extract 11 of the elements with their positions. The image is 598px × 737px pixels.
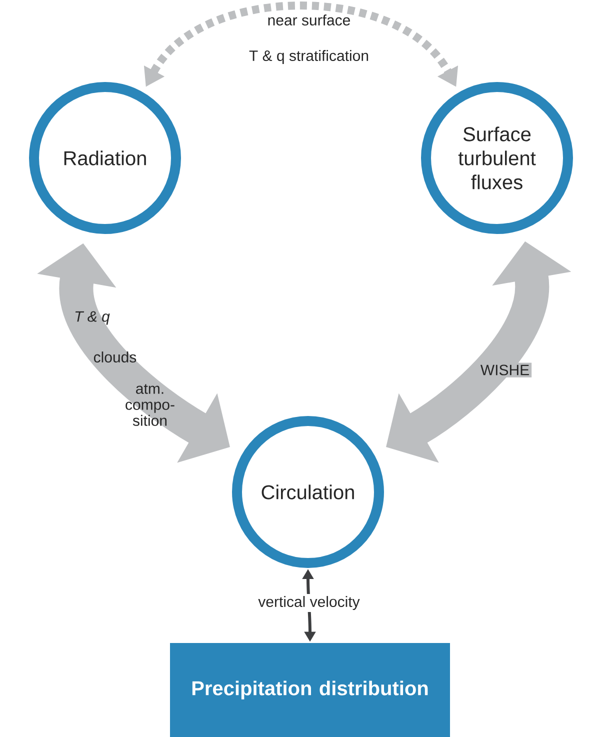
edge-label: WISHE [478, 362, 532, 378]
label: atm. compo-sition [126, 384, 174, 426]
edge-label: near surface [268, 14, 350, 26]
circle-node: Surface turbulent fluxes [421, 82, 573, 234]
process-box: Precipitation distribution [170, 643, 450, 737]
label: T & q stratification [249, 50, 368, 64]
circle-node: Circulation [232, 416, 384, 568]
edge-label: vertical velocity [256, 594, 362, 612]
circle-node: Radiation [29, 82, 181, 234]
label: clouds [94, 352, 136, 362]
label: T & q [75, 311, 110, 325]
